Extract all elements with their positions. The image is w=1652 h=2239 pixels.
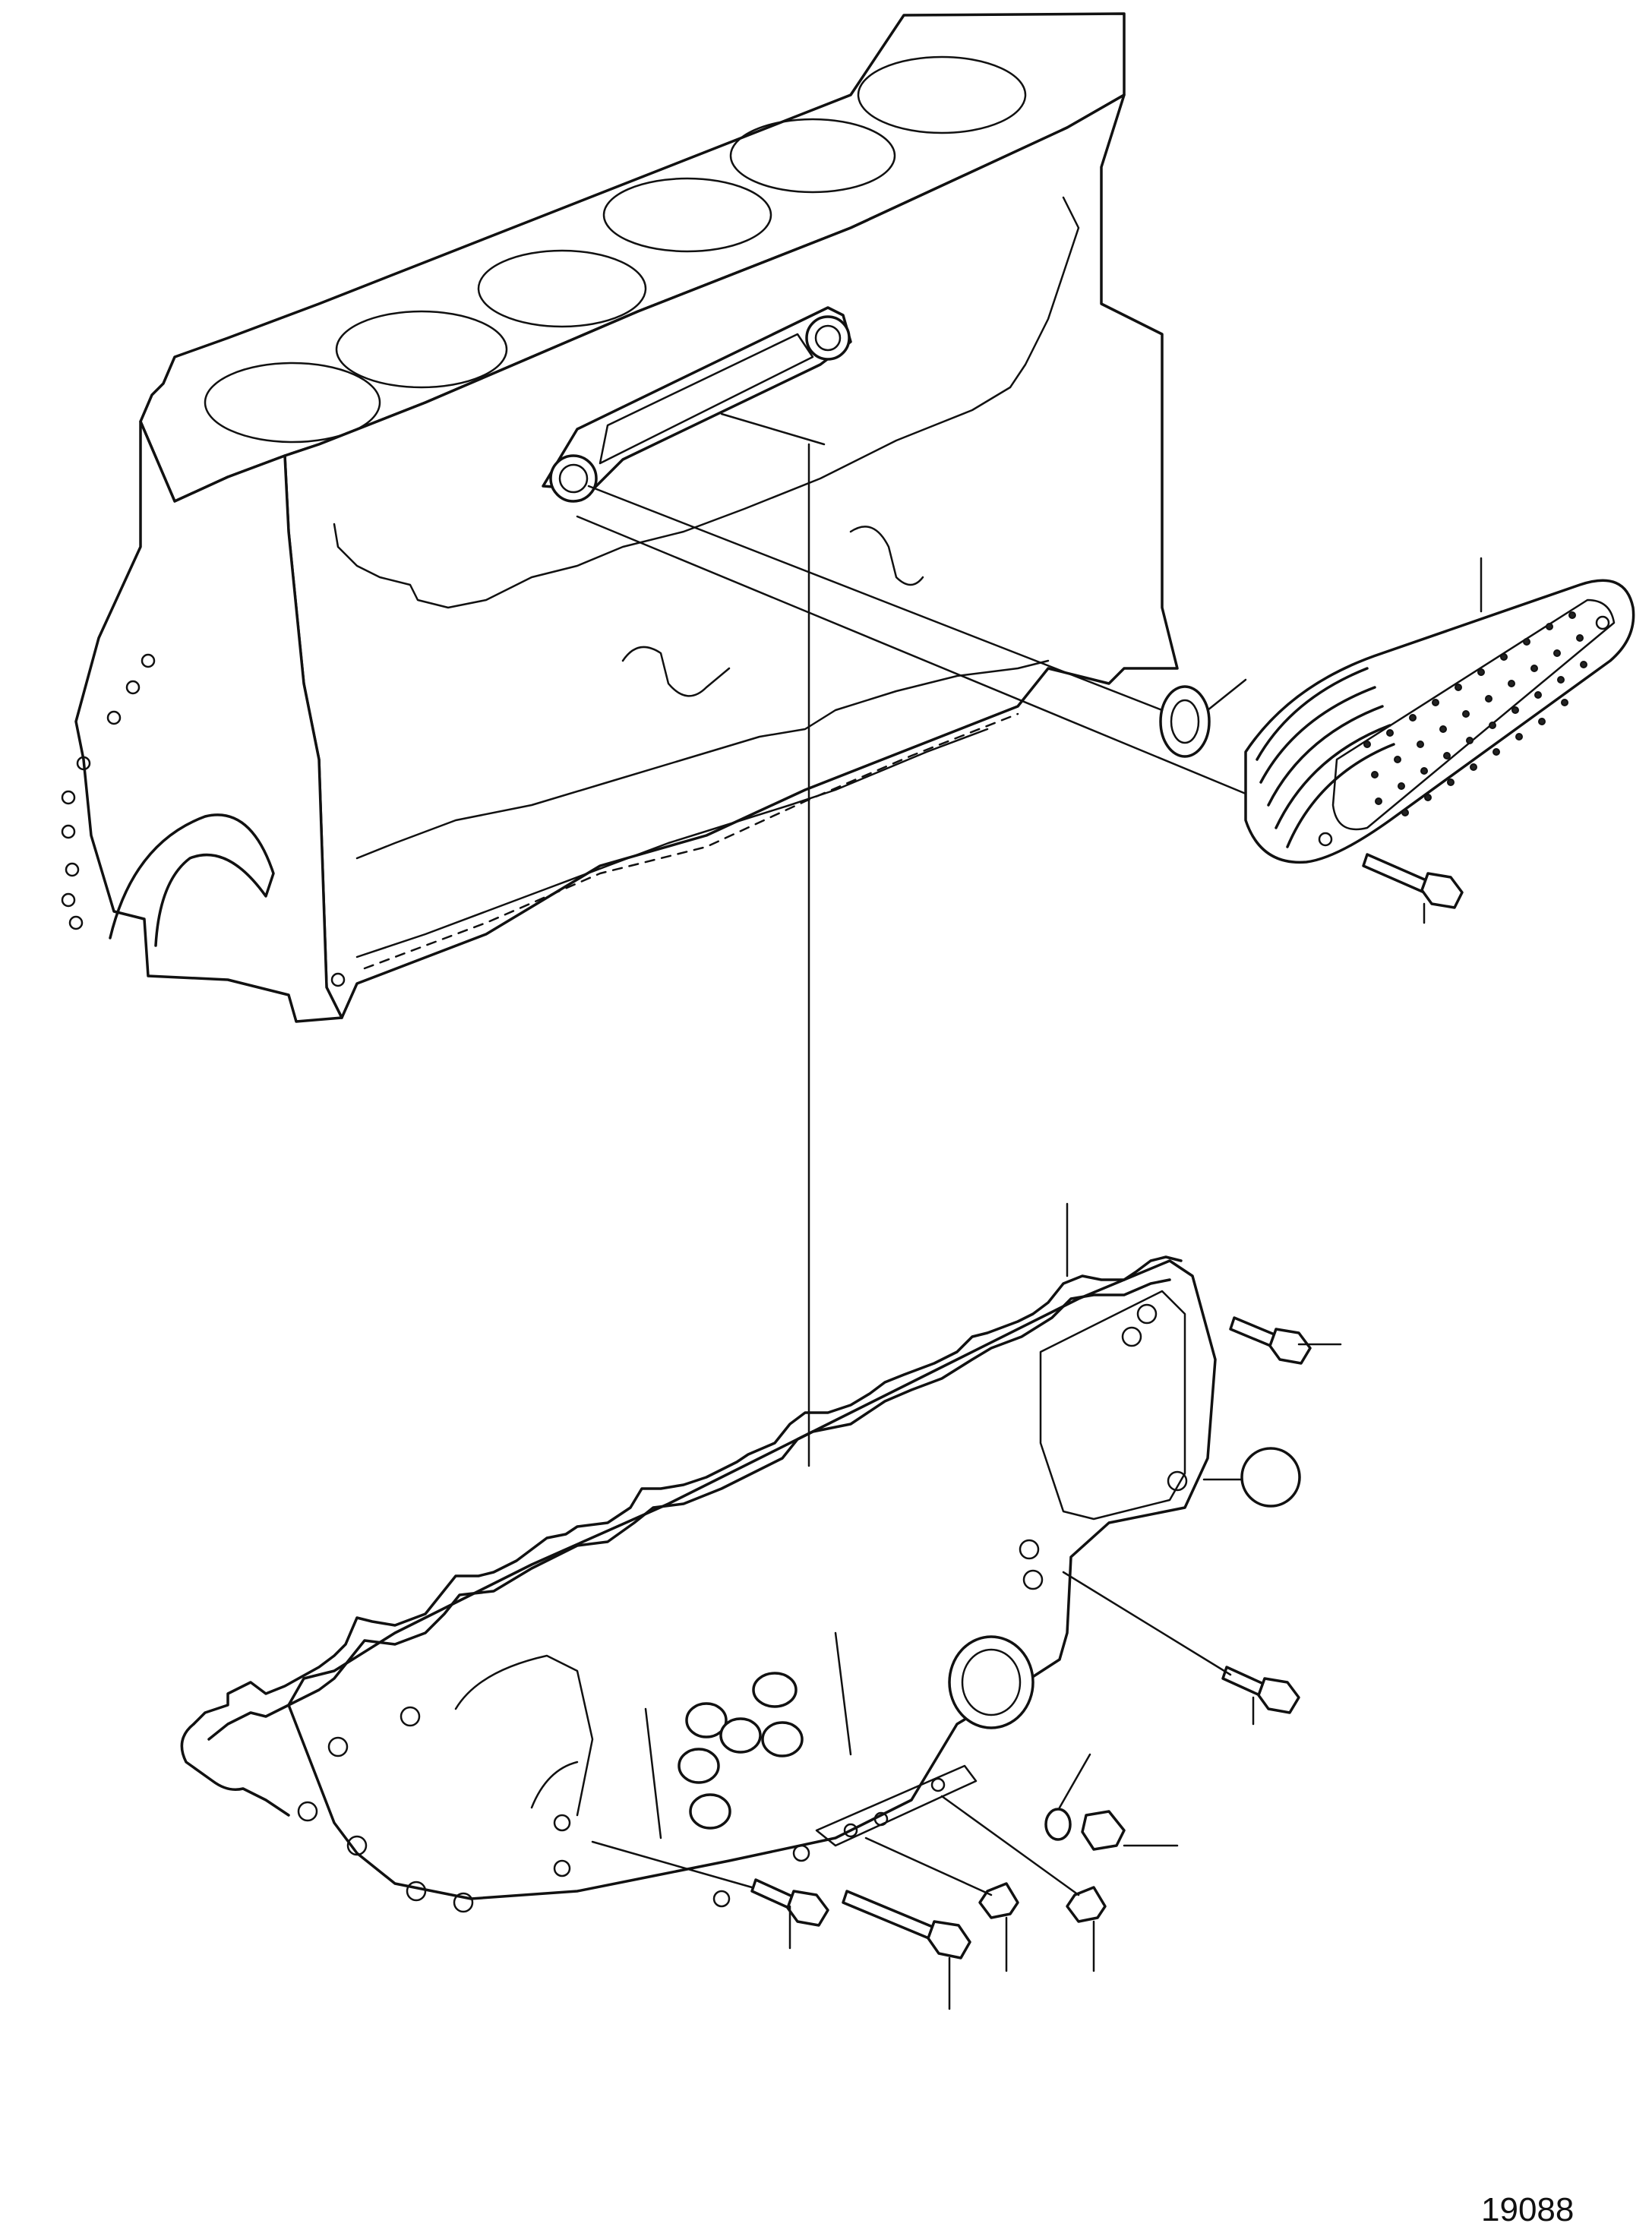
figure-reference-number: 19088 [1481,2191,1575,2228]
gasket-end-loop [180,1723,290,1817]
side-core-1 [621,646,731,697]
crank-journal-arch [109,813,275,947]
plug-1 [978,1882,1019,1919]
gasket-icon [192,1255,1183,1726]
cylinder-bore-2 [335,310,508,389]
oil-cooler [1244,579,1635,864]
circle-marker-icon [1240,1447,1301,1508]
flange-screw-long [842,1890,971,1960]
plug-icon [1066,1886,1107,1923]
plug-2 [1066,1886,1107,1923]
gasket [180,1255,1183,1817]
end-face-holes [61,653,346,987]
casting-seam [363,712,1019,970]
leader-lines [576,412,1483,2010]
block-port-b [805,315,851,361]
washer-icon [1044,1808,1072,1841]
block-port-a [549,454,598,503]
oil-cooler-perforations [1363,611,1587,816]
engine-block [61,12,1179,1023]
oil-cooler-plate [1331,598,1616,831]
block-cooler-flange [542,306,852,491]
water-jacket-outline [333,196,1080,609]
cylinder-bore-3 [477,249,647,328]
cover-screw-top [1229,1316,1312,1365]
oil-cooler-screw [1362,853,1464,909]
plug-icon [978,1882,1019,1919]
screw-icon [842,1890,940,1942]
plug-icon [1081,1810,1126,1851]
cover-bracket [815,1764,978,1847]
cylinder-bore-1 [204,362,381,444]
cylinder-bore-5 [729,118,896,194]
cylinder-bore-6 [857,55,1027,134]
sealing-ring [1159,685,1211,758]
block-cooler-flange-recess [599,333,814,465]
plug-3-with-washer [1044,1808,1126,1851]
cover-holes [297,1303,1188,1913]
cylinder-bore-4 [602,177,772,253]
oil-cooler-body [1244,579,1635,864]
lower-rail-outline [355,659,1050,860]
screw-icon [1362,853,1429,894]
sealing-ring-icon [1159,685,1211,758]
side-core-2 [849,526,924,586]
cover-inner-panel [1039,1290,1186,1521]
flange-screw-short [750,1878,829,1927]
lower-rail-outline-2 [355,728,989,958]
gasket-inner-edge [207,1278,1171,1741]
oil-cooler-fins [1256,667,1395,848]
cover-ports [678,1672,804,1830]
cover-contour-2 [644,1631,852,1840]
cover-screw-mid [1221,1666,1300,1714]
block-end-face [74,420,343,1023]
cover-contour [454,1654,594,1817]
oil-cooler-cover [287,1259,1217,1913]
